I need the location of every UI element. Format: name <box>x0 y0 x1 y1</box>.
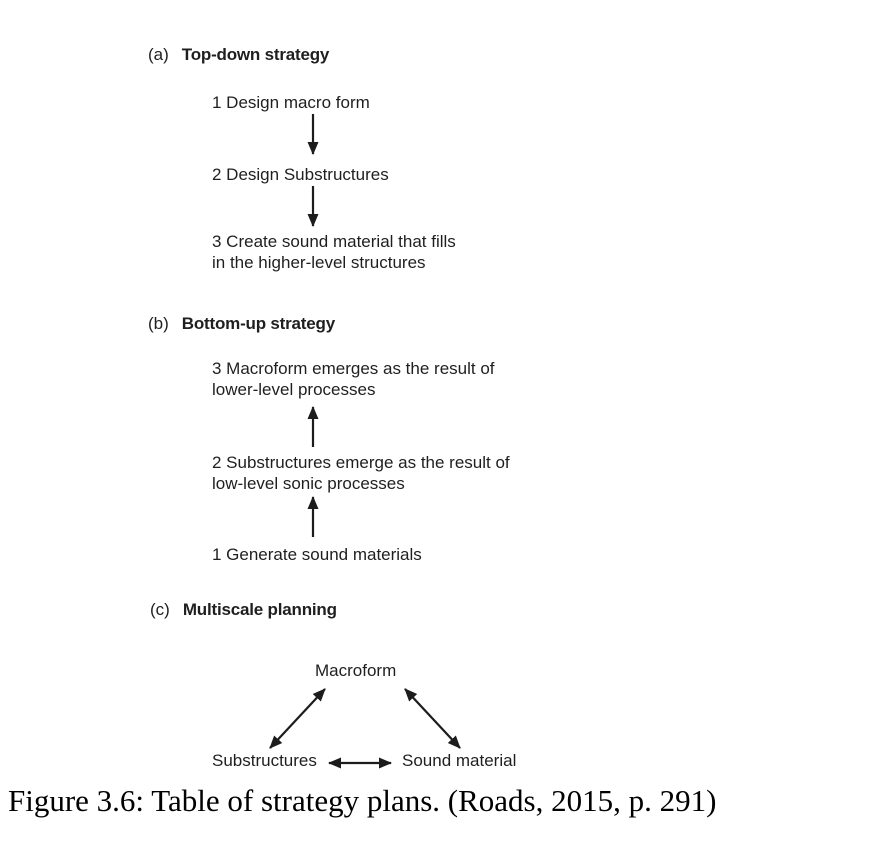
figure-caption: Figure 3.6: Table of strategy plans. (Ro… <box>8 783 717 818</box>
flow-step-b3: 3 Macroform emerges as the result of low… <box>212 359 495 399</box>
flow-step-a2: 2 Design Substructures <box>212 165 389 184</box>
double-arrow-icon <box>269 688 326 749</box>
section-c-heading: (c) Multiscale planning <box>150 600 337 619</box>
section-a-label: (a) <box>148 45 169 64</box>
section-a-title: Top-down strategy <box>181 45 330 64</box>
section-c-title: Multiscale planning <box>182 600 337 619</box>
flow-step-a3: 3 Create sound material that fills in th… <box>212 232 456 272</box>
double-arrow-icon <box>404 688 461 749</box>
section-a-heading: (a) Top-down strategy <box>148 45 329 64</box>
section-b-title: Bottom-up strategy <box>181 314 335 333</box>
down-arrow-icon <box>307 186 319 227</box>
up-arrow-icon <box>307 406 319 447</box>
section-c-label: (c) <box>150 600 170 619</box>
node-macroform: Macroform <box>315 661 397 680</box>
section-b-label: (b) <box>148 314 169 333</box>
flow-step-b1: 1 Generate sound materials <box>212 545 422 564</box>
section-b-heading: (b) Bottom-up strategy <box>148 314 335 333</box>
down-arrow-icon <box>307 114 319 155</box>
flow-step-a1: 1 Design macro form <box>212 93 370 112</box>
flow-step-b2: 2 Substructures emerge as the result of … <box>212 453 510 493</box>
triangle-arrows <box>269 688 461 769</box>
node-sound-material: Sound material <box>402 751 517 770</box>
up-arrow-icon <box>307 496 319 537</box>
node-substructures: Substructures <box>212 751 317 770</box>
